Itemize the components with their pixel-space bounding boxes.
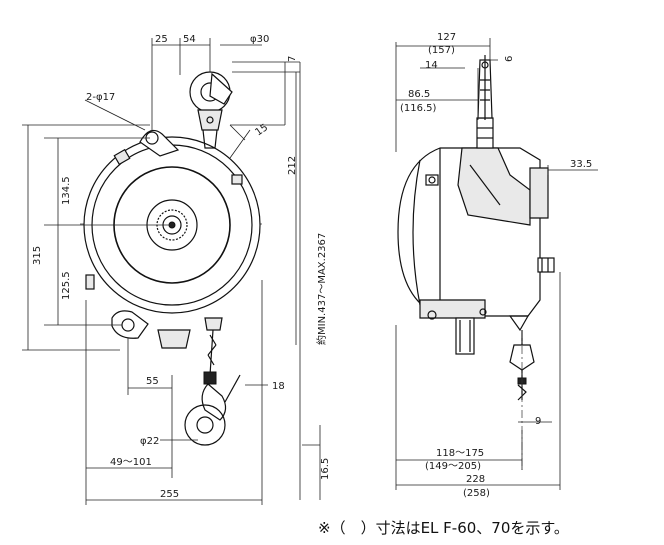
dim-phi22: φ22	[140, 436, 159, 447]
side-view: 127 (157) 14 6 86.5 (116.5) 33.5 9 118～1…	[395, 32, 598, 499]
dim-6: 6	[504, 56, 515, 62]
dim-212: 212	[287, 156, 298, 175]
dim-127-alt: (157)	[428, 45, 455, 56]
dim-55: 55	[146, 376, 159, 387]
dim-118-175-alt: (149～205)	[425, 461, 481, 472]
dim-25: 25	[155, 34, 168, 45]
dim-315: 315	[32, 246, 43, 265]
dim-phi30: φ30	[250, 34, 269, 45]
dim-125-5: 125.5	[61, 271, 72, 300]
front-view: 25 54 φ30 7 2-φ17 15 212 134.5 315 125.5…	[22, 34, 331, 505]
dim-127: 127	[437, 32, 456, 43]
dim-86-5-alt: (116.5)	[400, 103, 437, 114]
footnote: ※（ ）寸法はEL F-60、70を示す。	[318, 519, 569, 537]
dim-134-5: 134.5	[61, 176, 72, 205]
dim-18: 18	[272, 381, 285, 392]
dim-14: 14	[425, 60, 438, 71]
dim-16-5: 16.5	[320, 458, 331, 480]
dim-54: 54	[183, 34, 196, 45]
dim-255: 255	[160, 489, 179, 500]
dim-33-5: 33.5	[570, 159, 592, 170]
dim-228: 228	[466, 474, 485, 485]
dim-7: 7	[287, 56, 298, 62]
dim-phi17: 2-φ17	[86, 92, 115, 103]
dim-118-175: 118～175	[436, 448, 484, 459]
dim-9: 9	[535, 416, 541, 427]
dim-stroke-range: 約MIN.437～MAX.2367	[315, 233, 328, 345]
dim-49-101: 49～101	[110, 457, 152, 468]
dim-15: 15	[253, 122, 270, 138]
dim-86-5: 86.5	[408, 89, 430, 100]
dim-228-alt: (258)	[463, 488, 490, 499]
bottom-hook-eye	[184, 404, 226, 446]
